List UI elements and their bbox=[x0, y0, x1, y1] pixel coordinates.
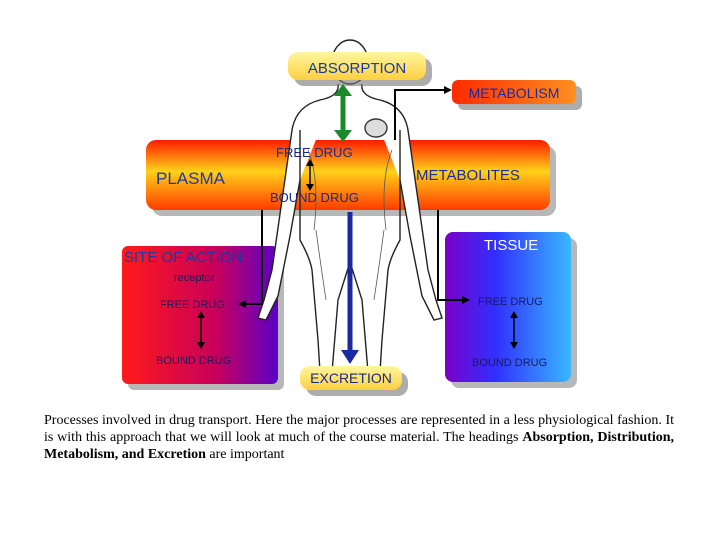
absorption-label: ABSORPTION bbox=[308, 60, 406, 77]
excretion-label-box: EXCRETION bbox=[300, 366, 408, 396]
metabolism-arrow bbox=[394, 86, 452, 140]
excretion-arrow bbox=[341, 212, 359, 364]
plasma-label: PLASMA bbox=[156, 169, 226, 188]
site-equilibrium-arrow bbox=[197, 311, 205, 349]
plasma-bar bbox=[146, 140, 556, 216]
site-free-drug-label: FREE DRUG bbox=[160, 299, 225, 311]
tissue-label: TISSUE bbox=[484, 237, 538, 254]
plasma-to-tissue-arrow bbox=[437, 210, 470, 304]
absorption-label-box: ABSORPTION bbox=[288, 52, 432, 86]
plasma-equilibrium-arrow bbox=[306, 159, 314, 191]
drug-transport-diagram: ABSORPTION METABOLISM EXCRETION bbox=[122, 39, 582, 396]
plasma-free-drug-label: FREE DRUG bbox=[276, 145, 353, 160]
plasma-to-site-arrow bbox=[238, 210, 263, 308]
figure-caption: Processes involved in drug transport. He… bbox=[44, 412, 674, 463]
tissue-equilibrium-arrow bbox=[510, 311, 518, 349]
excretion-label: EXCRETION bbox=[310, 370, 392, 386]
plasma-bound-drug-label: BOUND DRUG bbox=[270, 190, 359, 205]
metabolism-label-box: METABOLISM bbox=[452, 80, 582, 110]
caption-outro: are important bbox=[209, 447, 285, 462]
metabolites-label: METABOLITES bbox=[416, 167, 520, 184]
receptor-label: receptor bbox=[174, 272, 215, 284]
metabolism-label: METABOLISM bbox=[469, 85, 560, 101]
caption-terms: Absorption, Distribution, Metabolism, an… bbox=[44, 430, 674, 462]
site-of-action-label: SITE OF ACTION bbox=[124, 249, 242, 266]
absorption-arrow bbox=[334, 84, 352, 142]
tissue-free-drug-label: FREE DRUG bbox=[478, 296, 543, 308]
caption-intro: Processes involved in drug transport. He… bbox=[44, 413, 674, 445]
site-bound-drug-label: BOUND DRUG bbox=[156, 355, 231, 367]
tissue-bound-drug-label: BOUND DRUG bbox=[472, 357, 547, 369]
